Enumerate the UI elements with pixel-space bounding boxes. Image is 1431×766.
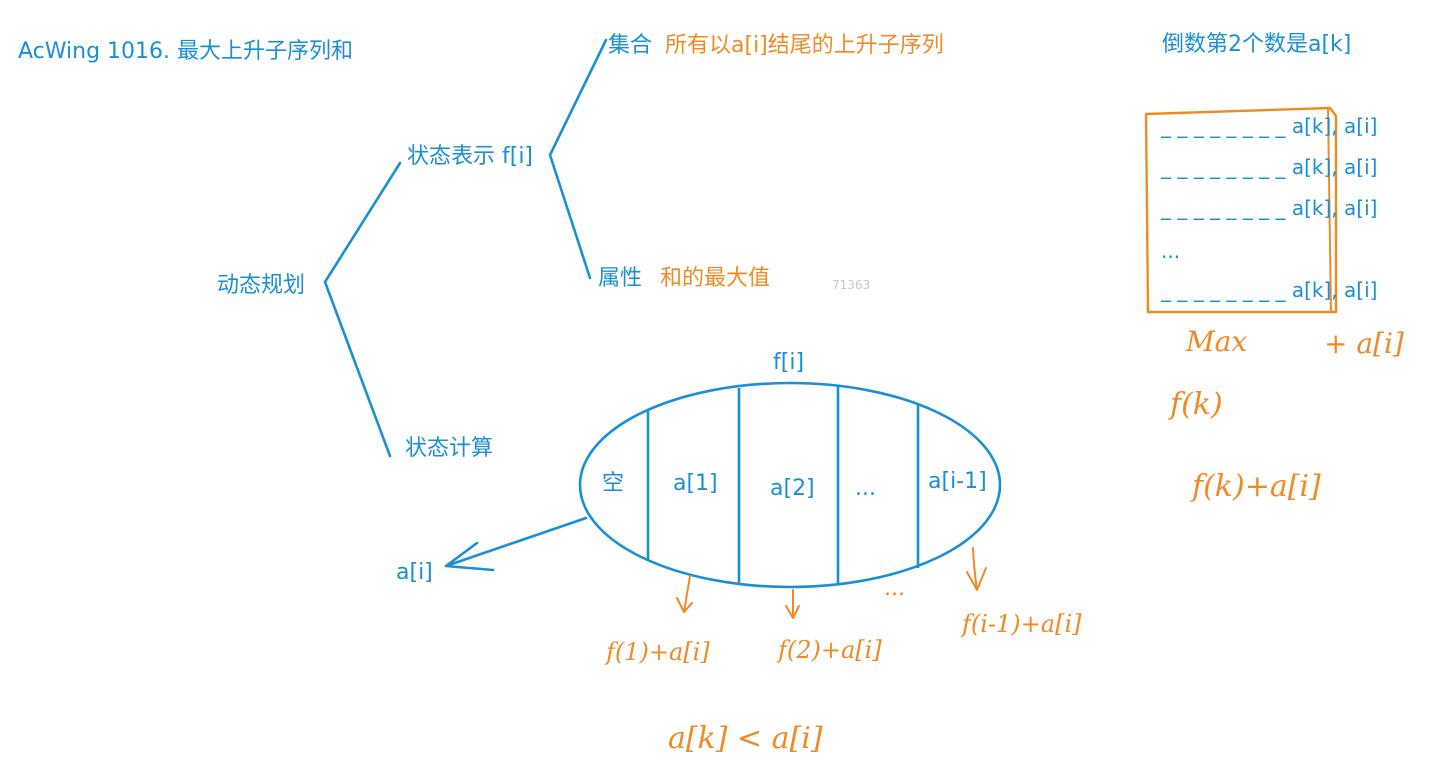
node-attribute-label: 属性 (598, 266, 643, 291)
handwritten-f1-plus-ai: f(1)+a[i] (606, 638, 710, 666)
handwritten-fi-1-plus-ai: f(i-1)+a[i] (962, 610, 1082, 638)
node-state-computation: 状态计算 (405, 436, 494, 461)
cell-a-2: a[2] (770, 476, 815, 501)
right-panel-heading: 倒数第2个数是a[k] (1162, 32, 1352, 57)
set-partition-ellipse (578, 381, 1002, 589)
right-panel-box (1144, 106, 1338, 314)
node-dynamic-programming: 动态规划 (217, 273, 306, 298)
right-panel-row-3: _ _ _ _ _ _ _ _ a[k], a[i] (1161, 196, 1378, 220)
handwritten-fk: f(k) (1170, 387, 1223, 422)
output-arrow (444, 516, 588, 572)
handwritten-ellipsis: ... (884, 576, 905, 601)
handwritten-condition: a[k] < a[i] (668, 721, 823, 756)
root-bracket-line (323, 161, 402, 458)
handwritten-plus-ai: + a[i] (1324, 327, 1404, 360)
page-title: AcWing 1016. 最大上升子序列和 (18, 39, 354, 64)
right-panel-row-ellipsis: ... (1161, 239, 1181, 263)
ellipse-label-f-i: f[i] (773, 350, 805, 375)
right-panel-row-2: _ _ _ _ _ _ _ _ a[k], a[i] (1161, 155, 1378, 179)
node-attribute-value: 和的最大值 (660, 266, 771, 291)
down-arrow-2 (785, 589, 800, 619)
right-panel-row-1: _ _ _ _ _ _ _ _ a[k], a[i] (1161, 114, 1378, 138)
cell-a-1: a[1] (673, 471, 718, 496)
state-repr-bracket-line (548, 38, 608, 280)
node-set-label: 集合 (608, 33, 653, 58)
cell-a-i-minus-1: a[i-1] (928, 469, 987, 494)
cell-empty: 空 (602, 471, 625, 496)
watermark-text: 71363 (832, 278, 871, 292)
right-panel-row-5: _ _ _ _ _ _ _ _ a[k], a[i] (1161, 278, 1378, 302)
down-arrow-3 (966, 547, 987, 591)
handwritten-fk-plus-ai: f(k)+a[i] (1192, 469, 1321, 504)
down-arrow-1 (676, 575, 693, 613)
cell-ellipsis: ... (855, 476, 876, 501)
output-label-a-i: a[i] (396, 560, 433, 585)
node-state-representation: 状态表示 f[i] (407, 144, 534, 169)
handwritten-f2-plus-ai: f(2)+a[i] (778, 636, 882, 664)
node-set-value: 所有以a[i]结尾的上升子序列 (665, 33, 944, 58)
right-panel-box-extra-stroke (1327, 107, 1332, 313)
handwritten-max: Max (1186, 325, 1248, 358)
